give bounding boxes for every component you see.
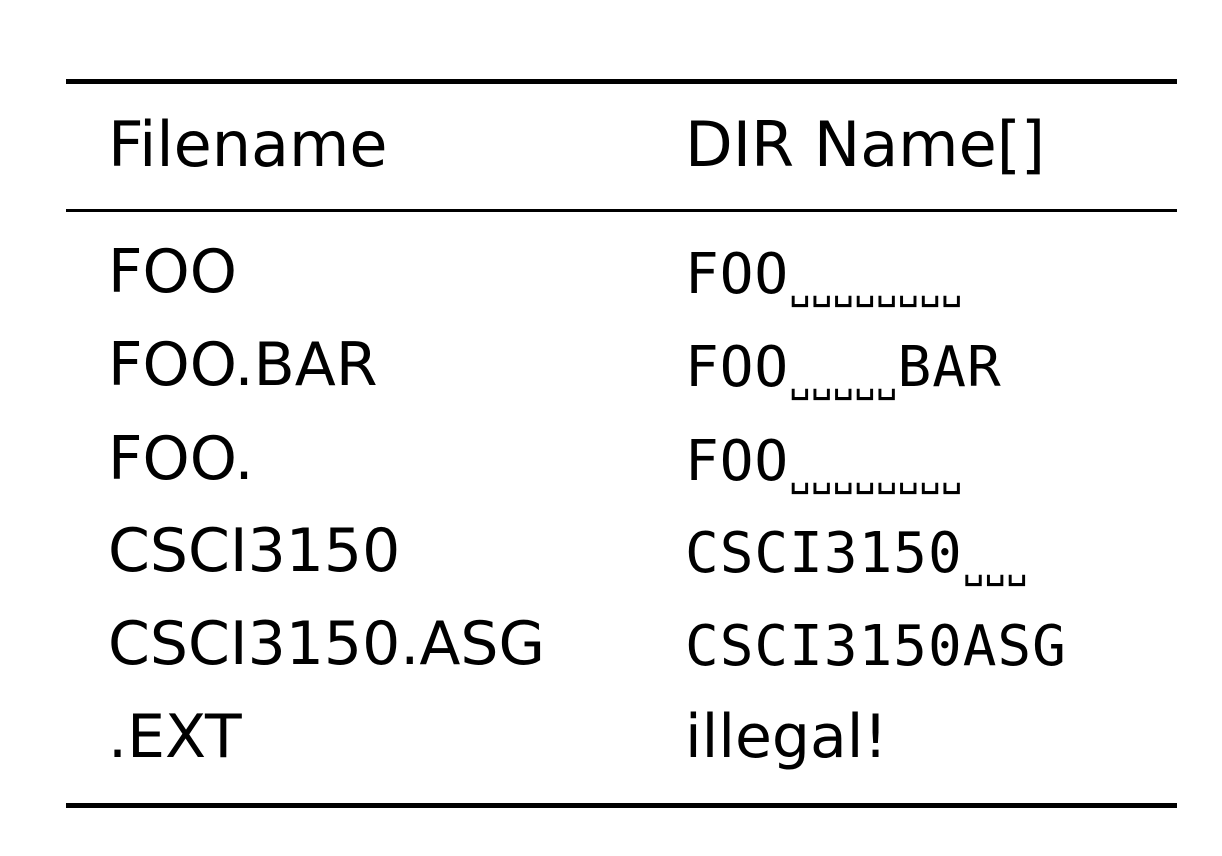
dir-name-base: CSCI3150 bbox=[685, 521, 963, 586]
padding-spaces: ␣␣␣␣␣␣␣␣ bbox=[789, 454, 963, 495]
dir-name-base: illegal! bbox=[685, 702, 888, 772]
header-rule bbox=[66, 209, 1177, 212]
bottom-rule bbox=[66, 803, 1177, 808]
dir-name-base: FOO bbox=[685, 242, 790, 307]
header-filename: Filename bbox=[108, 108, 388, 181]
dir-name-base: CSCI3150ASG bbox=[685, 614, 1067, 679]
padding-spaces: ␣␣␣␣␣␣␣␣ bbox=[789, 267, 963, 308]
padding-spaces: ␣␣␣ bbox=[962, 546, 1028, 587]
filename-cell: CSCI3150.ASG bbox=[108, 609, 545, 679]
dir-name-cell: CSCI3150ASG bbox=[685, 619, 1067, 675]
dir-name-base: FOO bbox=[685, 429, 790, 494]
filename-cell: FOO.BAR bbox=[108, 330, 378, 400]
filename-cell: .EXT bbox=[108, 702, 242, 772]
dir-name-base: FOO bbox=[685, 335, 790, 400]
dir-name-cell: FOO␣␣␣␣␣␣␣␣ bbox=[685, 434, 963, 493]
padding-spaces: ␣␣␣␣␣ bbox=[789, 360, 898, 401]
dir-name-cell: FOO␣␣␣␣␣BAR bbox=[685, 340, 1002, 399]
top-rule bbox=[66, 79, 1177, 84]
header-dir-name: DIR Name[] bbox=[685, 108, 1046, 181]
filename-cell: CSCI3150 bbox=[108, 516, 401, 586]
dir-name-cell: illegal! bbox=[685, 707, 888, 767]
dir-name-cell: FOO␣␣␣␣␣␣␣␣ bbox=[685, 247, 963, 306]
dir-name-ext: BAR bbox=[897, 335, 1002, 400]
dir-name-cell: CSCI3150␣␣␣ bbox=[685, 526, 1028, 585]
filename-cell: FOO bbox=[108, 237, 237, 307]
filename-cell: FOO. bbox=[108, 424, 254, 494]
